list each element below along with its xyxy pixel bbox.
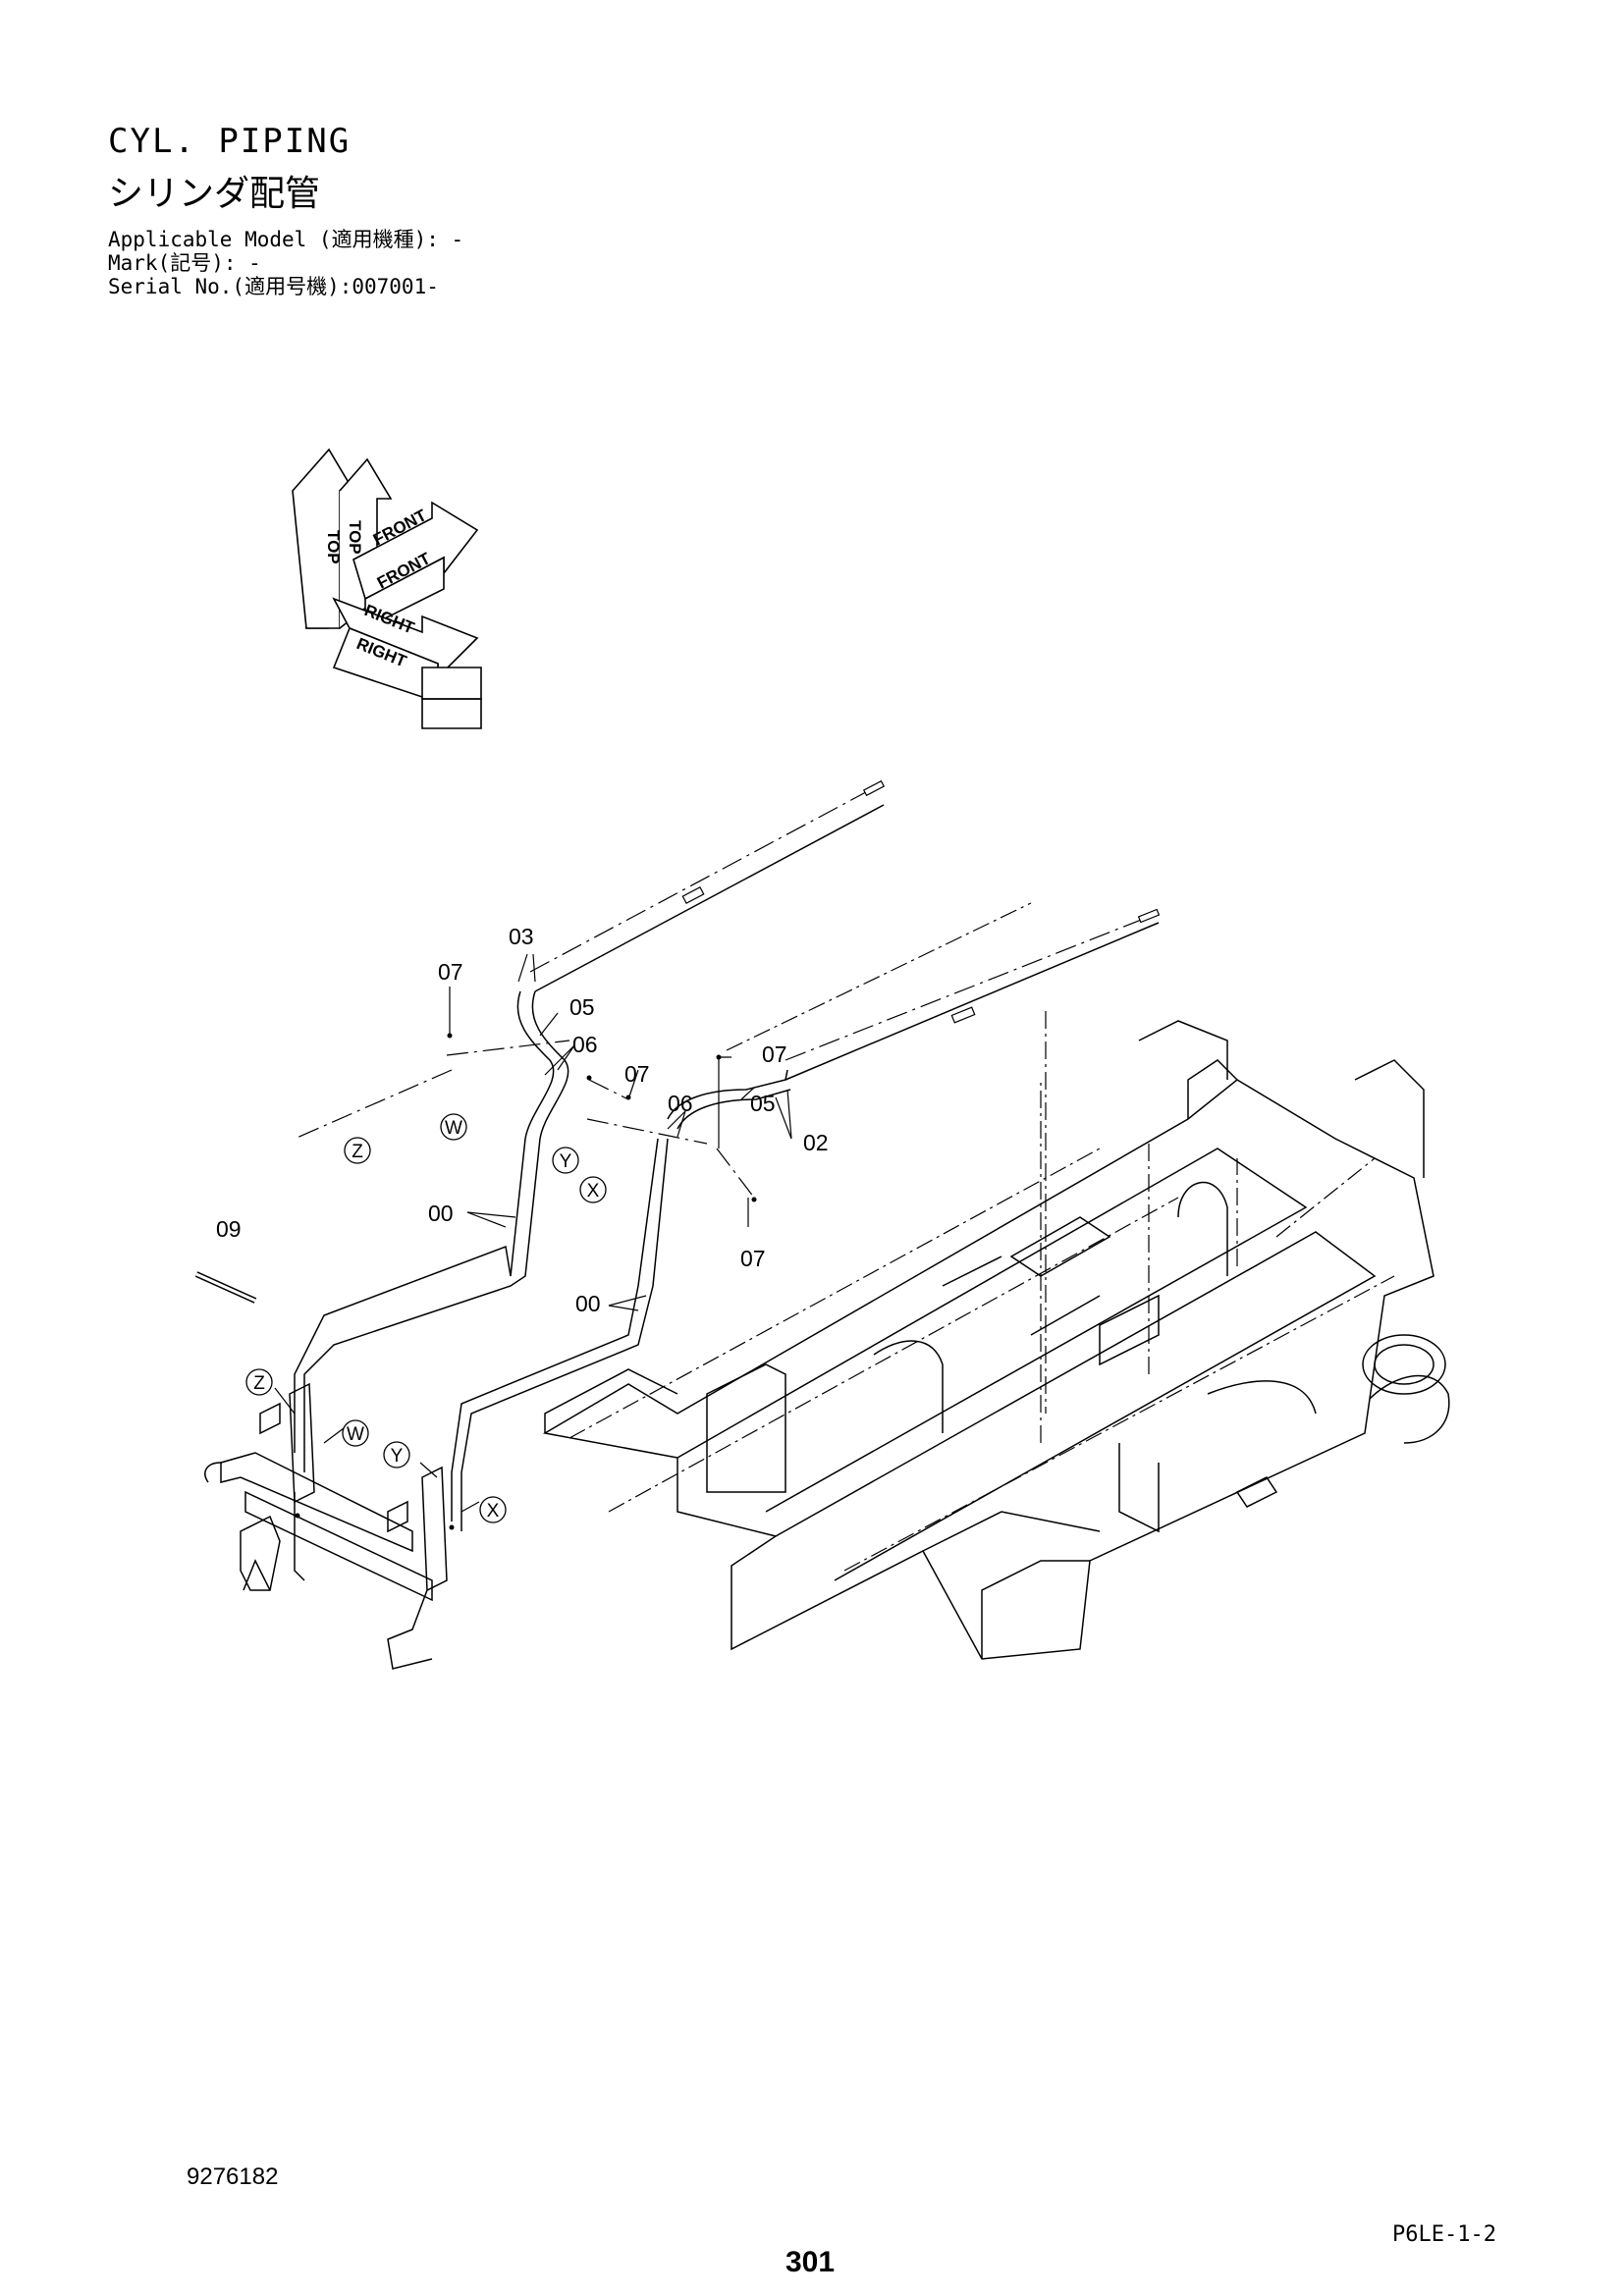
callout-07: 07: [740, 1246, 766, 1271]
pipe-routes: [294, 804, 1160, 1531]
callout-02: 02: [803, 1130, 829, 1155]
serial-number: Serial No.(適用号機):007001-: [108, 275, 439, 298]
page-title-japanese: シリンダ配管: [108, 174, 321, 214]
callout-07: 07: [762, 1041, 787, 1067]
page-title: CYL. PIPING: [108, 122, 352, 161]
marker-z: Z: [352, 1142, 363, 1162]
callout-00: 00: [575, 1291, 601, 1316]
orientation-top-label-shadow: TOP: [346, 520, 364, 555]
marker-w: W: [445, 1118, 462, 1139]
marker-x: X: [587, 1181, 600, 1201]
callout-07: 07: [438, 959, 463, 985]
callout-07: 07: [624, 1061, 650, 1087]
callout-00: 00: [428, 1201, 454, 1226]
page-code: P6LE-1-2: [1392, 2222, 1496, 2247]
callout-03: 03: [509, 924, 534, 949]
callout-05: 05: [750, 1091, 776, 1116]
marker-w: W: [347, 1424, 364, 1445]
orientation-indicator: [292, 448, 482, 729]
left-attachment: [204, 1382, 448, 1670]
marker-y: Y: [560, 1151, 572, 1172]
callout-06: 06: [668, 1091, 693, 1116]
page-number: 301: [785, 2246, 836, 2278]
marker-y: Y: [391, 1446, 404, 1467]
callout-09: 09: [216, 1216, 242, 1242]
marker-x: X: [487, 1501, 500, 1522]
applicable-model: Applicable Model (適用機種): -: [108, 228, 464, 251]
drawing-number: 9276182: [187, 2163, 279, 2190]
mark-field: Mark(記号): -: [108, 251, 261, 275]
orientation-top-label: TOP: [324, 530, 343, 564]
callout-05: 05: [569, 994, 595, 1020]
callout-06: 06: [572, 1032, 598, 1057]
marker-z: Z: [253, 1373, 265, 1394]
